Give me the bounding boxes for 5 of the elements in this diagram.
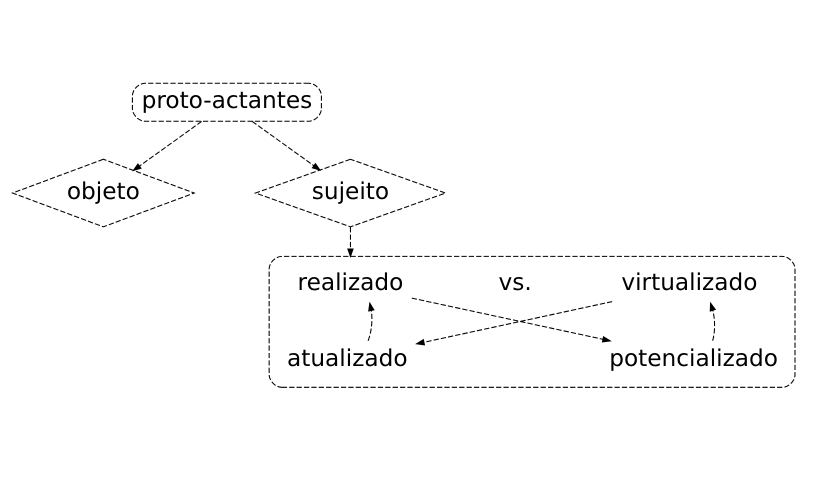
node-text: potencializado — [609, 344, 778, 372]
node-text: realizado — [298, 268, 404, 296]
label: vs. — [498, 268, 532, 296]
node-text: atualizado — [287, 344, 408, 372]
node-text: virtualizado — [621, 268, 758, 296]
